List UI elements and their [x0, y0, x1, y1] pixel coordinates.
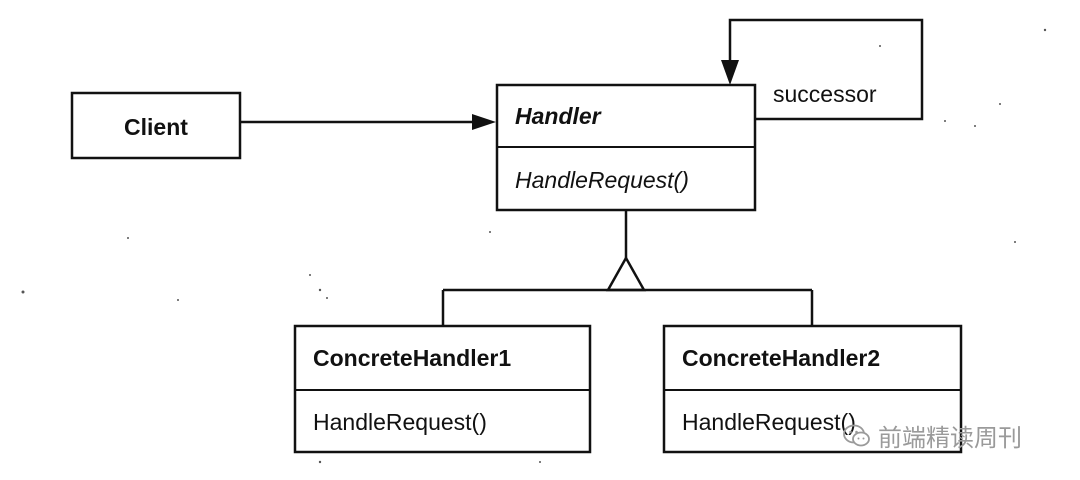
watermark-text: 前端精读周刊 — [878, 424, 1022, 452]
client-handler-association — [240, 114, 496, 130]
client-class: Client — [70, 91, 242, 160]
wechat-icon — [843, 424, 870, 446]
concrete-handler1-name: ConcreteHandler1 — [313, 345, 511, 371]
association-arrowhead — [472, 114, 496, 130]
concrete-handler1-operation: HandleRequest() — [313, 409, 487, 435]
handler-operation: HandleRequest() — [515, 167, 689, 193]
concrete-handler2-name: ConcreteHandler2 — [682, 345, 880, 371]
inheritance-triangle — [605, 255, 647, 292]
watermark: 前端精读周刊 — [842, 418, 1022, 453]
successor-association: successor — [721, 18, 924, 121]
successor-arrowhead — [721, 60, 739, 85]
concrete-handler2-class: ConcreteHandler2 HandleRequest() — [662, 324, 963, 454]
handler-class: Handler HandleRequest() — [495, 83, 757, 212]
concrete-handler2-operation: HandleRequest() — [682, 409, 856, 435]
client-class-name: Client — [124, 114, 188, 140]
successor-label: successor — [773, 81, 877, 107]
handler-class-name: Handler — [515, 103, 602, 129]
concrete-handler1-class: ConcreteHandler1 HandleRequest() — [293, 324, 592, 454]
scan-noise — [21, 28, 1047, 464]
inheritance-connector — [441, 210, 814, 326]
